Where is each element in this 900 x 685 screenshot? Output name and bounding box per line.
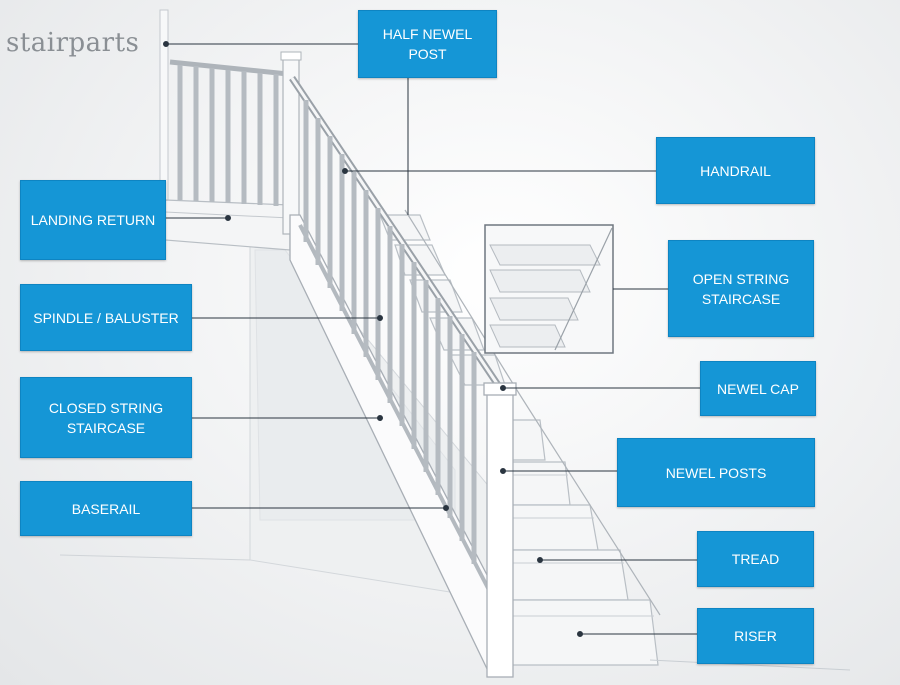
label-newel-posts: NEWEL POSTS (617, 438, 815, 507)
label-spindle-baluster: SPINDLE / BALUSTER (20, 284, 192, 351)
leader-lines (163, 41, 700, 637)
label-open-string-staircase: OPEN STRING STAIRCASE (668, 240, 814, 337)
label-baserail: BASERAIL (20, 481, 192, 536)
open-string-inset (484, 224, 614, 354)
label-newel-cap: NEWEL CAP (700, 361, 816, 416)
label-closed-string-staircase: CLOSED STRING STAIRCASE (20, 377, 192, 458)
label-handrail: HANDRAIL (656, 137, 815, 204)
stairparts-logo: stairparts (6, 28, 140, 58)
label-landing-return: LANDING RETURN (20, 180, 166, 260)
label-tread: TREAD (697, 531, 814, 587)
landing-spindles (177, 65, 279, 206)
stair-spindles (303, 100, 477, 564)
label-riser: RISER (697, 608, 814, 664)
label-half-newel-post: HALF NEWEL POST (358, 10, 497, 78)
